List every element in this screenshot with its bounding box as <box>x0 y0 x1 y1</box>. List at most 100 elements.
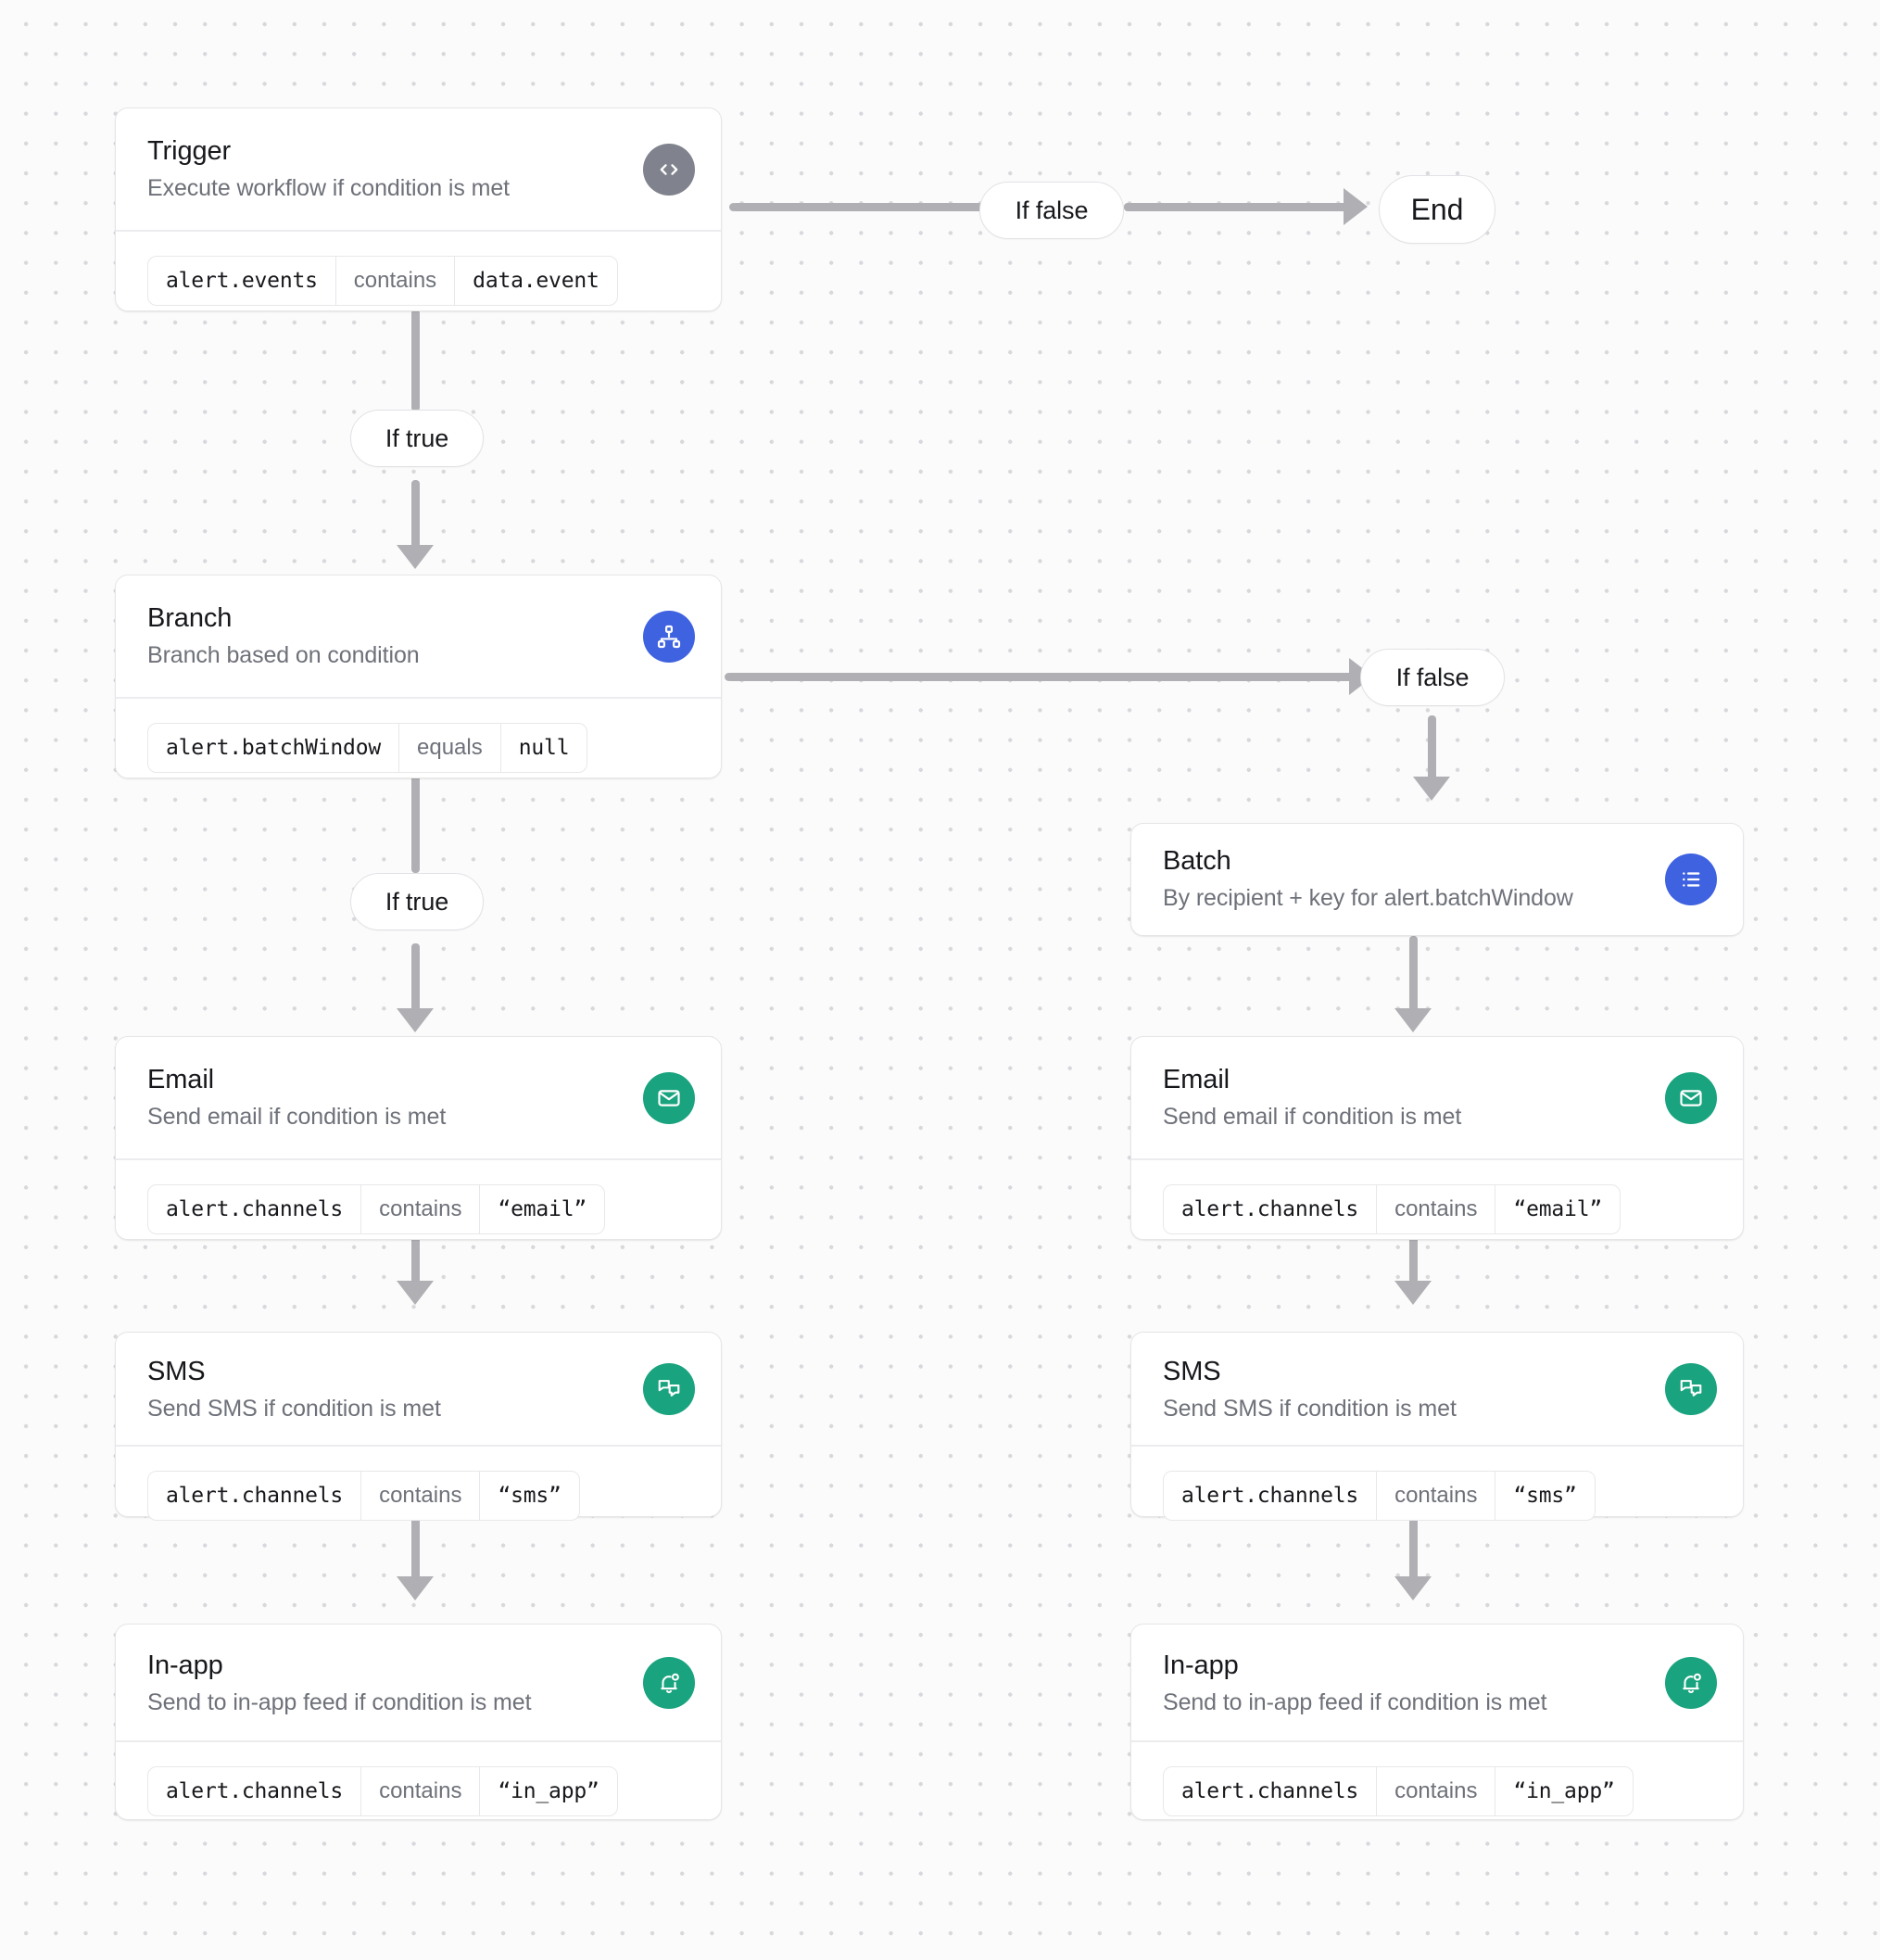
edge-label-trigger-if-false[interactable]: If false <box>979 182 1124 239</box>
node-branch-header: Branch Branch based on condition <box>116 575 721 697</box>
node-email-right[interactable]: Email Send email if condition is met ale… <box>1130 1036 1744 1240</box>
condition-field: alert.channels <box>1181 1483 1359 1508</box>
condition-field: alert.events <box>166 268 318 293</box>
condition-field: alert.channels <box>1181 1778 1359 1803</box>
envelope-icon <box>643 1071 695 1124</box>
node-inapp-left-description: Send to in-app feed if condition is met <box>147 1689 532 1716</box>
node-sms-left-description: Send SMS if condition is met <box>147 1396 441 1423</box>
condition-field: alert.channels <box>166 1778 344 1803</box>
edge-sms-to-inapp-left <box>411 1517 420 1589</box>
edge-label-branch-if-false[interactable]: If false <box>1360 649 1505 706</box>
node-inapp-left[interactable]: In-app Send to in-app feed if condition … <box>115 1624 722 1820</box>
node-branch-title: Branch <box>147 603 233 633</box>
node-trigger-title: Trigger <box>147 136 232 166</box>
node-branch-divider <box>116 697 721 699</box>
condition-chip-branch[interactable]: alert.batchWindow equals null <box>147 722 588 773</box>
node-sms-left[interactable]: SMS Send SMS if condition is met alert.c… <box>115 1332 722 1521</box>
node-inapp-right-title: In-app <box>1163 1650 1239 1680</box>
condition-chip-sms-left[interactable]: alert.channels contains “sms” <box>147 1470 580 1521</box>
node-trigger-body: alert.events contains data.event <box>116 232 721 334</box>
node-batch-description: By recipient + key for alert.batchWindow <box>1163 885 1573 912</box>
condition-value: “sms” <box>1495 1471 1594 1520</box>
edge-iftrue-to-branch <box>411 480 420 558</box>
node-branch[interactable]: Branch Branch based on condition alert.b… <box>115 575 722 778</box>
node-trigger-description: Execute workflow if condition is met <box>147 175 511 202</box>
node-branch-description: Branch based on condition <box>147 642 420 669</box>
condition-chip-inapp-right[interactable]: alert.channels contains “in_app” <box>1163 1765 1634 1816</box>
condition-field: alert.channels <box>166 1196 344 1221</box>
node-email-right-divider <box>1131 1158 1743 1160</box>
condition-chip-email-left[interactable]: alert.channels contains “email” <box>147 1183 605 1234</box>
condition-operator: contains <box>360 1184 479 1233</box>
edge-trigger-to-iftrue <box>411 310 420 411</box>
condition-value: “email” <box>479 1184 604 1233</box>
arrow-email-to-sms-left <box>397 1281 434 1305</box>
arrow-sms-to-inapp-left <box>397 1576 434 1600</box>
node-email-left-title: Email <box>147 1065 215 1094</box>
condition-value: null <box>499 723 587 772</box>
chat-bubbles-icon <box>1665 1362 1717 1415</box>
condition-operator: contains <box>360 1766 479 1815</box>
edge-iftrue-to-email-left <box>411 943 420 1021</box>
condition-chip-sms-right[interactable]: alert.channels contains “sms” <box>1163 1470 1596 1521</box>
node-email-left-body: alert.channels contains “email” <box>116 1160 721 1262</box>
condition-chip-trigger[interactable]: alert.events contains data.event <box>147 255 618 306</box>
arrow-iftrue-to-email-left <box>397 1008 434 1032</box>
condition-value: “in_app” <box>1495 1766 1632 1815</box>
node-email-left-description: Send email if condition is met <box>147 1104 447 1131</box>
node-inapp-left-header: In-app Send to in-app feed if condition … <box>116 1625 721 1740</box>
node-inapp-right-header: In-app Send to in-app feed if condition … <box>1131 1625 1743 1740</box>
node-email-right-body: alert.channels contains “email” <box>1131 1160 1743 1262</box>
edge-sms-to-inapp-right <box>1409 1517 1418 1589</box>
list-icon <box>1665 853 1717 905</box>
node-inapp-left-title: In-app <box>147 1650 223 1680</box>
edge-label-trigger-if-true[interactable]: If true <box>350 410 484 467</box>
condition-operator: contains <box>1376 1471 1495 1520</box>
edge-batch-to-email-right <box>1409 936 1418 1021</box>
condition-chip-inapp-left[interactable]: alert.channels contains “in_app” <box>147 1765 618 1816</box>
node-batch[interactable]: Batch By recipient + key for alert.batch… <box>1130 823 1744 936</box>
node-sms-right-body: alert.channels contains “sms” <box>1131 1447 1743 1547</box>
arrow-iffalse-to-batch <box>1413 777 1450 801</box>
node-email-left[interactable]: Email Send email if condition is met ale… <box>115 1036 722 1240</box>
node-email-right-title: Email <box>1163 1065 1230 1094</box>
condition-operator: contains <box>1376 1766 1495 1815</box>
condition-operator: contains <box>1376 1184 1495 1233</box>
node-trigger[interactable]: Trigger Execute workflow if condition is… <box>115 107 722 311</box>
code-icon <box>643 143 695 196</box>
node-inapp-right-divider <box>1131 1740 1743 1742</box>
node-sms-right[interactable]: SMS Send SMS if condition is met alert.c… <box>1130 1332 1744 1521</box>
bell-dot-icon <box>1665 1656 1717 1709</box>
node-sms-right-description: Send SMS if condition is met <box>1163 1396 1457 1423</box>
edge-email-to-sms-right <box>1409 1221 1418 1294</box>
arrow-sms-to-inapp-right <box>1394 1576 1432 1600</box>
node-inapp-right-description: Send to in-app feed if condition is met <box>1163 1689 1547 1716</box>
sitemap-icon <box>643 610 695 663</box>
terminal-end[interactable]: End <box>1379 175 1495 244</box>
node-trigger-divider <box>116 230 721 232</box>
arrow-email-to-sms-right <box>1394 1281 1432 1305</box>
edge-label-branch-if-true[interactable]: If true <box>350 873 484 930</box>
edge-branch-to-iffalse <box>727 673 1360 681</box>
node-inapp-right[interactable]: In-app Send to in-app feed if condition … <box>1130 1624 1744 1820</box>
node-sms-right-divider <box>1131 1445 1743 1447</box>
node-inapp-left-body: alert.channels contains “in_app” <box>116 1742 721 1842</box>
node-sms-left-body: alert.channels contains “sms” <box>116 1447 721 1547</box>
condition-value: data.event <box>454 256 616 305</box>
condition-chip-email-right[interactable]: alert.channels contains “email” <box>1163 1183 1621 1234</box>
condition-value: “email” <box>1495 1184 1620 1233</box>
node-email-right-header: Email Send email if condition is met <box>1131 1037 1743 1158</box>
condition-field: alert.batchWindow <box>166 735 382 760</box>
node-sms-left-title: SMS <box>147 1357 206 1386</box>
node-trigger-header: Trigger Execute workflow if condition is… <box>116 108 721 230</box>
node-sms-right-header: SMS Send SMS if condition is met <box>1131 1333 1743 1445</box>
node-branch-body: alert.batchWindow equals null <box>116 699 721 801</box>
condition-operator: contains <box>360 1471 479 1520</box>
condition-operator: contains <box>334 256 454 305</box>
condition-value: “sms” <box>479 1471 578 1520</box>
condition-value: “in_app” <box>479 1766 616 1815</box>
node-email-left-header: Email Send email if condition is met <box>116 1037 721 1158</box>
node-batch-header: Batch By recipient + key for alert.batch… <box>1131 824 1743 934</box>
edge-branch-to-iftrue <box>411 775 420 873</box>
